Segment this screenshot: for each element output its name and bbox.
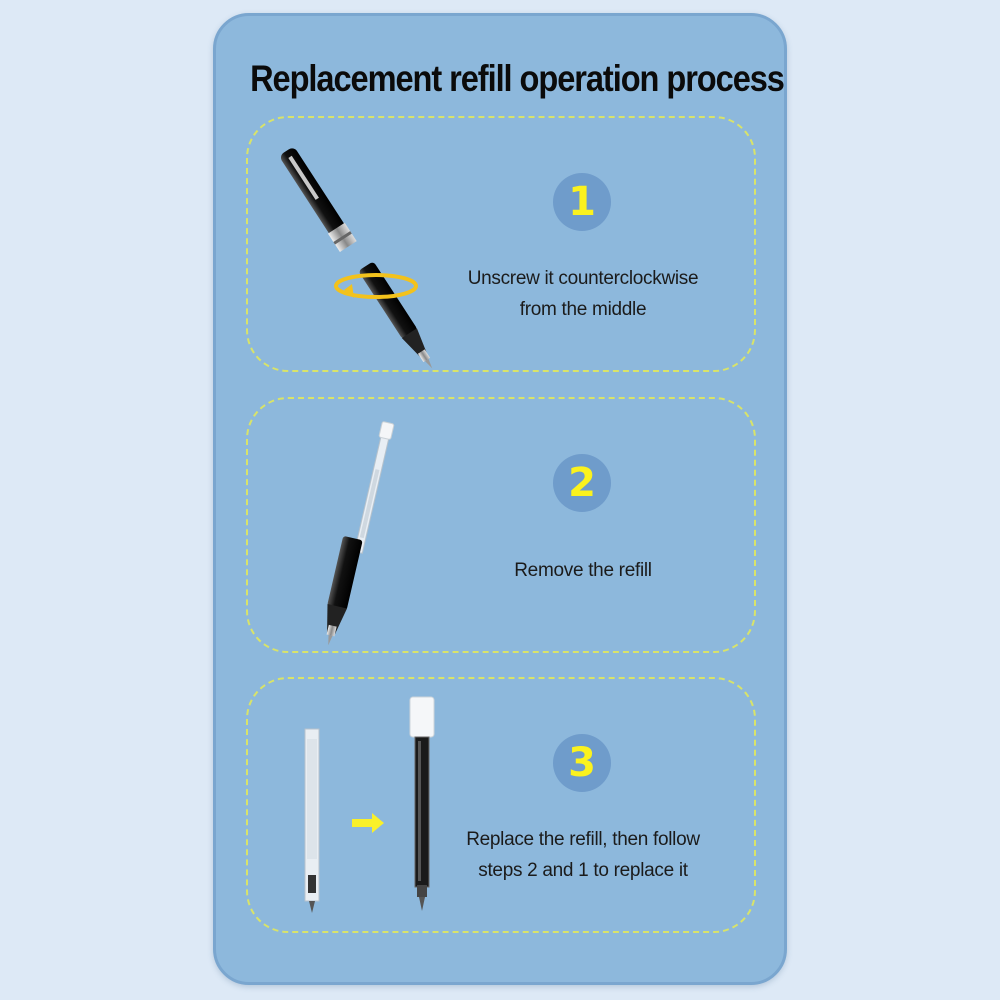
step-1-panel: 1 Unscrew it counterclockwise from the m… xyxy=(246,116,756,372)
step-1-number: 1 xyxy=(553,173,611,231)
page-title: Replacement refill operation process xyxy=(250,58,785,99)
step-3-panel: 3 Replace the refill, then follow steps … xyxy=(246,677,756,933)
step-3-number: 3 xyxy=(553,734,611,792)
step-1-description: Unscrew it counterclockwise from the mid… xyxy=(467,268,699,320)
remove-refill-icon xyxy=(326,421,395,646)
step-2-panel: 2 Remove the refill xyxy=(246,397,756,653)
unscrew-pen-icon xyxy=(280,148,433,369)
replace-refill-icon xyxy=(304,696,435,913)
step-2-number: 2 xyxy=(553,454,611,512)
step-2-description: Remove the refill xyxy=(514,560,652,581)
step-3-description: Replace the refill, then follow steps 2 … xyxy=(466,829,700,881)
instruction-card: Replacement refill operation process xyxy=(213,13,787,985)
